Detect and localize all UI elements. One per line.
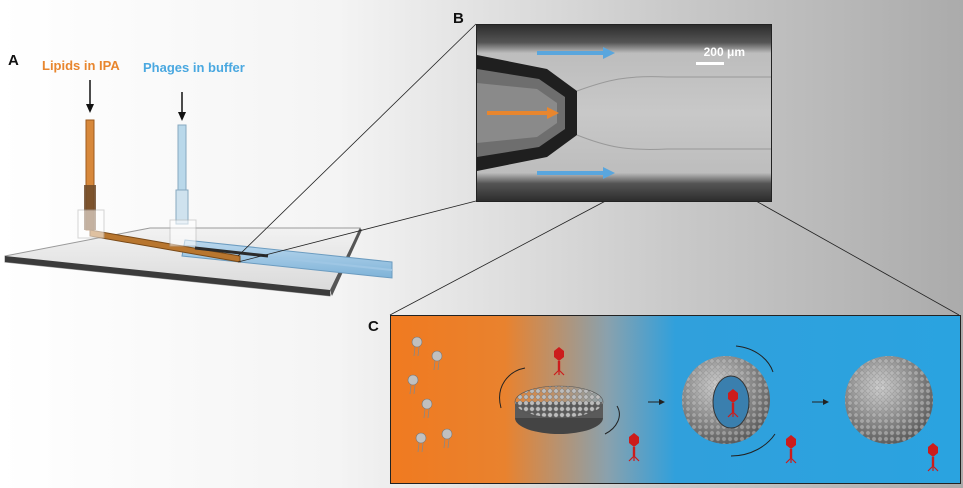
buffer-flow-arrow: [537, 47, 615, 59]
lipids-inlet-label: Lipids in IPA: [42, 58, 120, 73]
lipid-inlet-tube: [77, 119, 241, 263]
phage-icon: [927, 442, 939, 472]
panel-label-b: B: [453, 10, 464, 27]
process-arrow: [648, 399, 665, 405]
lipid-flow-arrow: [487, 107, 559, 119]
down-arrow-icon: [86, 80, 94, 113]
closing-vesicle-icon: [682, 345, 776, 457]
phage-inlet-tube: [169, 124, 197, 247]
zoom-line: [237, 200, 477, 263]
micrograph: 200 μm: [476, 24, 772, 202]
inner-capillary: [194, 246, 269, 258]
panel-label-c: C: [368, 318, 379, 335]
scale-bar: [696, 62, 724, 65]
zoom-line: [237, 23, 477, 257]
down-arrow-icon: [178, 92, 186, 121]
vesicle-formation-schematic: [390, 315, 961, 484]
bicelle-disc-icon: [499, 367, 620, 435]
phage-icon: [553, 346, 565, 376]
phage-icon: [628, 432, 640, 462]
process-arrow: [812, 399, 829, 405]
phages-inlet-label: Phages in buffer: [143, 60, 245, 75]
phage-icon: [785, 434, 797, 464]
scale-bar-label: 200 μm: [703, 45, 745, 59]
panel-label-a: A: [8, 52, 19, 69]
vesicle-sphere-icon: [845, 356, 933, 444]
lipid-molecule-icon: [407, 336, 453, 453]
buffer-flow-arrow: [537, 167, 615, 179]
